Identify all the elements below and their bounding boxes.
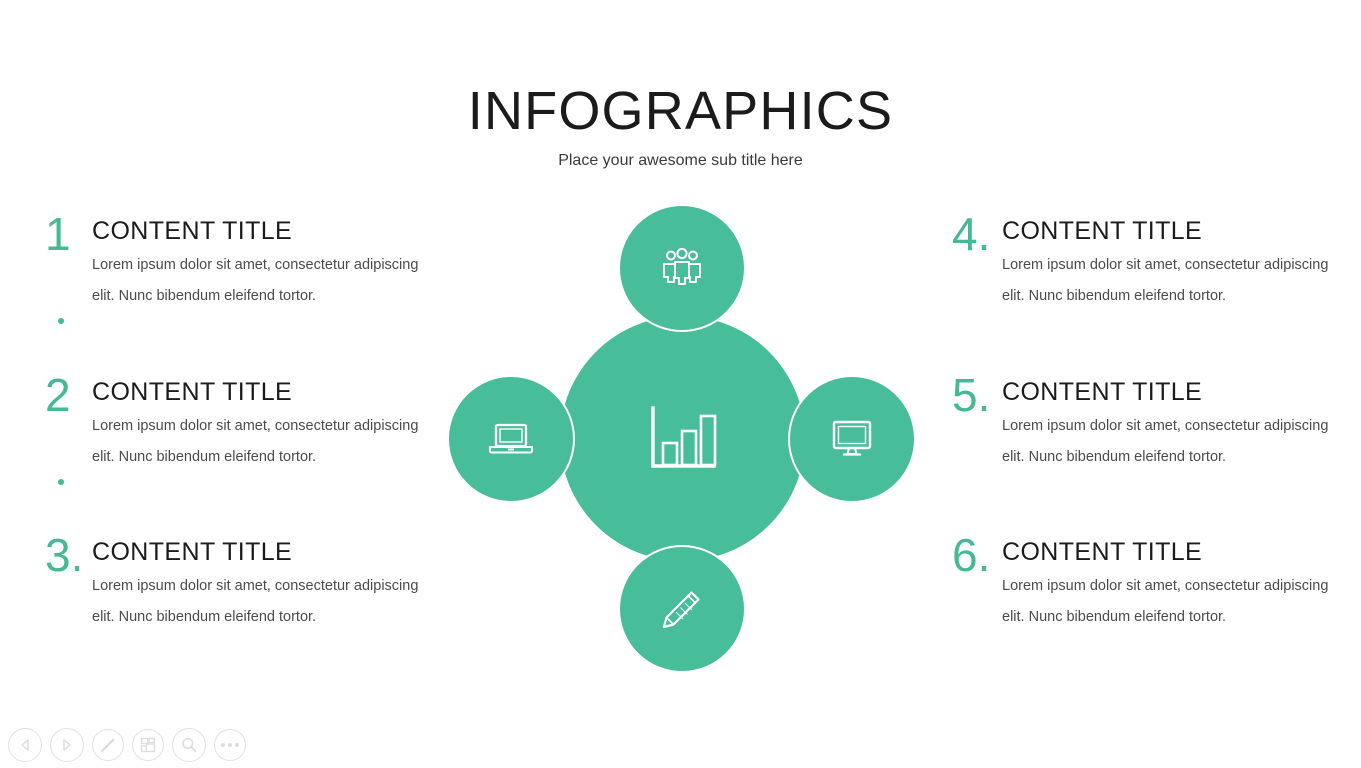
item-number-6: 6. [952,529,991,581]
pen-icon [99,736,117,754]
item-number-1: 1 [45,208,71,260]
magnifier-icon [180,736,198,754]
item-description-5: Lorem ipsum dolor sit amet, consectetur … [1002,418,1329,465]
item-body-6: CONTENT TITLE Lorem ipsum dolor sit amet… [1002,537,1337,632]
bar-chart-icon [646,402,720,476]
item-number-5: 5. [952,369,991,421]
grid-layout-icon [139,736,157,754]
item-body-4: CONTENT TITLE Lorem ipsum dolor sit amet… [1002,216,1337,311]
item-number-2: 2 [45,369,71,421]
more-options-button[interactable] [214,729,246,761]
diagram-center-circle[interactable] [560,316,805,561]
item-title-6: CONTENT TITLE [1002,538,1203,566]
item-number-3: 3. [45,529,84,581]
item-title-1: CONTENT TITLE [92,217,293,245]
item-bullet-dot-1 [58,318,64,324]
slide-header: INFOGRAPHICS Place your awesome sub titl… [0,80,1361,172]
diagram-top-circle[interactable] [618,204,746,332]
pen-tool-button[interactable] [92,729,124,761]
item-bullet-dot-2 [58,479,64,485]
item-body-1: CONTENT TITLE Lorem ipsum dolor sit amet… [92,216,427,311]
item-description-3: Lorem ipsum dolor sit amet, consectetur … [92,578,419,625]
item-description-1: Lorem ipsum dolor sit amet, consectetur … [92,257,419,304]
item-title-2: CONTENT TITLE [92,378,293,406]
bottom-toolbar [0,722,1361,768]
next-slide-button[interactable] [50,728,84,762]
diagram-left-circle[interactable] [447,375,575,503]
triangle-right-icon [60,738,74,752]
diagram-right-circle[interactable] [788,375,916,503]
item-description-6: Lorem ipsum dolor sit amet, consectetur … [1002,578,1329,625]
previous-slide-button[interactable] [8,728,42,762]
laptop-icon [487,419,535,459]
page-subtitle: Place your awesome sub title here [558,152,803,169]
zoom-button[interactable] [172,728,206,762]
item-body-3: CONTENT TITLE Lorem ipsum dolor sit amet… [92,537,427,632]
pencil-icon [658,585,706,633]
item-title-4: CONTENT TITLE [1002,217,1203,245]
item-description-4: Lorem ipsum dolor sit amet, consectetur … [1002,257,1329,304]
item-description-2: Lorem ipsum dolor sit amet, consectetur … [92,418,419,465]
users-group-icon [660,246,704,290]
item-title-5: CONTENT TITLE [1002,378,1203,406]
page-title: INFOGRAPHICS [467,81,894,141]
item-body-2: CONTENT TITLE Lorem ipsum dolor sit amet… [92,377,427,472]
desktop-monitor-icon [829,418,875,460]
item-number-4: 4. [952,208,991,260]
diagram-bottom-circle[interactable] [618,545,746,673]
triangle-left-icon [18,738,32,752]
item-title-3: CONTENT TITLE [92,538,293,566]
ellipsis-icon [221,743,239,747]
item-body-5: CONTENT TITLE Lorem ipsum dolor sit amet… [1002,377,1337,472]
slide-layout-button[interactable] [132,729,164,761]
